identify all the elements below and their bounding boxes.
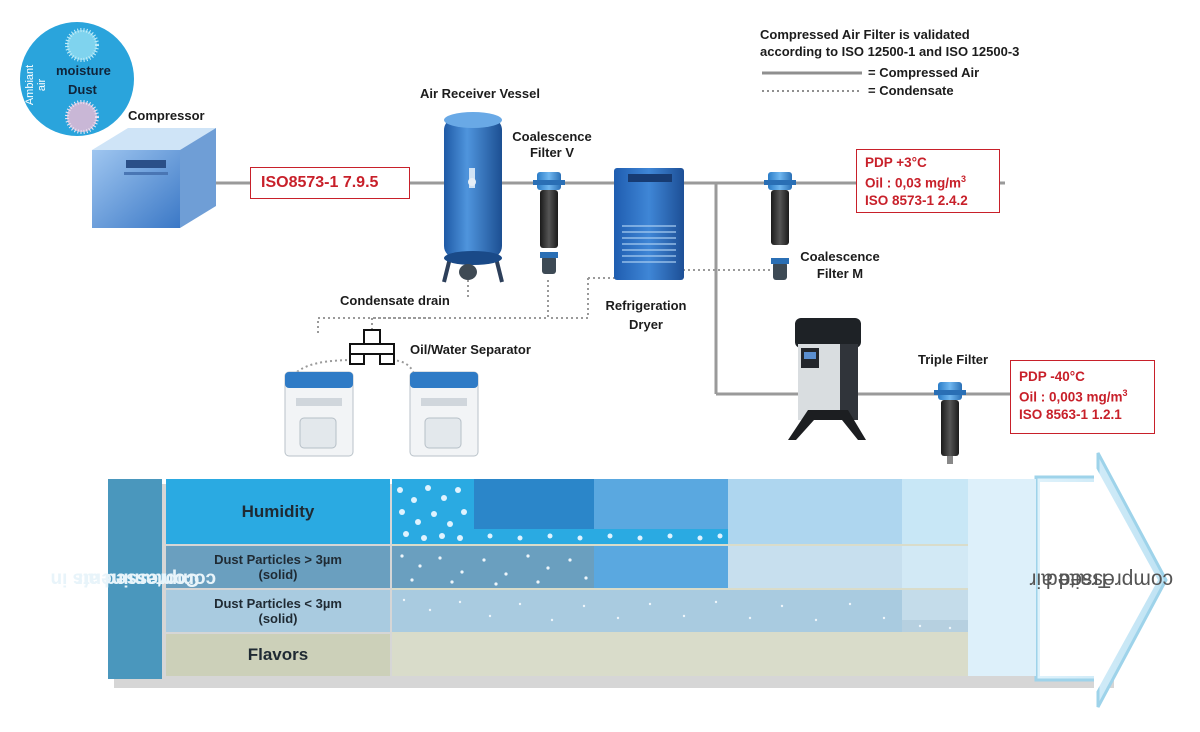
coalescence-filter-v	[533, 172, 565, 274]
row-dust-large-sub: (solid)	[258, 567, 298, 582]
spec-box-desiccant-oil-unit-exp: 3	[1122, 388, 1128, 398]
dryer-label: Refrigeration Dryer	[596, 296, 696, 334]
oil-water-separator-icon	[349, 329, 395, 365]
spec-box-refrigeration-oil: Oil : 0,03 mg/m3	[865, 171, 991, 192]
coalescence-filter-m	[764, 172, 796, 280]
moisture-label: moisture	[56, 63, 111, 78]
filter-v-label: Coalescence Filter V	[504, 129, 600, 161]
row-flavors-label: Flavors	[247, 645, 309, 664]
row-dust-large-label: Dust Particles > 3µm	[214, 552, 342, 567]
legend-swatches	[762, 71, 862, 92]
spec-box-refrigeration-iso: ISO 8573-1 2.4.2	[865, 192, 968, 208]
validation-note-line2: according to ISO 12500-1 and ISO 12500-3	[760, 44, 1020, 59]
receiver-label: Air Receiver Vessel	[420, 86, 540, 101]
treated-air-line2: compressed air	[1029, 568, 1174, 592]
triple-filter	[934, 382, 966, 464]
treated-air-arrow-label: Traited compressed air	[1030, 480, 1174, 680]
row-humidity-label: Humidity	[241, 501, 315, 521]
spec-box-desiccant: PDP -40°C Oil : 0,003 mg/m3 ISO 8563-1 1…	[1010, 360, 1155, 434]
spec-box-desiccant-iso: ISO 8563-1 1.2.1	[1019, 406, 1122, 422]
row-dust-small-sub: (solid)	[258, 611, 298, 626]
ambient-air-label-line1: Ambiant	[23, 64, 36, 106]
spec-box-desiccant-oil: Oil : 0,003 mg/m3	[1019, 385, 1146, 406]
validation-note-line1: Compressed Air Filter is validated	[760, 27, 970, 42]
spec-box-refrigeration: PDP +3°C Oil : 0,03 mg/m3 ISO 8573-1 2.4…	[856, 149, 1000, 213]
ambient-air-badge	[20, 22, 134, 136]
compressed-air-pipe	[215, 181, 1010, 396]
legend-compressed-air: = Compressed Air	[868, 65, 980, 80]
filter-v-label-line2: Filter V	[529, 145, 575, 160]
contaminants-chart	[114, 452, 1168, 708]
spec-box-desiccant-oil-value: Oil : 0,003 mg/m	[1019, 389, 1123, 405]
validation-note: Compressed Air Filter is validated accor…	[760, 26, 1019, 60]
filter-m-label: Coalescence Filter M	[790, 248, 890, 282]
dryer-label-line1: Refrigeration	[605, 298, 687, 313]
ambient-air-label-line2: air	[35, 78, 48, 92]
refrigeration-dryer	[614, 168, 684, 280]
row-flavors: Flavors	[166, 634, 390, 676]
desiccant-dryer	[788, 318, 866, 440]
row-humidity: Humidity	[166, 479, 390, 544]
compressor-label: Compressor	[128, 108, 205, 123]
row-dust-small: Dust Particles < 3µm (solid)	[166, 590, 390, 632]
oil-water-separator-label: Oil/Water Separator	[410, 342, 531, 357]
dust-label: Dust	[68, 82, 97, 97]
dryer-label-line2: Dryer	[629, 317, 663, 332]
separator-tank-right	[409, 371, 479, 457]
filter-m-label-line1: Coalescence	[800, 249, 880, 264]
filter-m-label-line2: Filter M	[816, 266, 864, 281]
air-receiver-vessel	[442, 112, 504, 283]
row-dust-small-label: Dust Particles < 3µm	[214, 596, 342, 611]
compressor-unit	[92, 128, 216, 228]
spec-box-refrigeration-oil-value: Oil : 0,03 mg/m	[865, 175, 962, 191]
legend-condensate: = Condensate	[868, 83, 954, 98]
iso-compressor-spec: ISO8573-1 7.9.5	[250, 167, 410, 199]
condensate-drain-label: Condensate drain	[340, 293, 450, 308]
ambient-air-label: Ambiant air	[14, 60, 58, 110]
spec-box-desiccant-pdp: PDP -40°C	[1019, 369, 1085, 384]
spec-box-refrigeration-oil-unit-exp: 3	[961, 174, 967, 184]
separator-tank-left	[284, 371, 354, 457]
row-dust-large: Dust Particles > 3µm (solid)	[166, 546, 390, 588]
contaminants-side-title: Contaminents in compressed air	[50, 479, 216, 679]
triple-filter-label: Triple Filter	[918, 352, 989, 367]
spec-box-refrigeration-pdp: PDP +3°C	[865, 155, 927, 170]
filter-v-label-line1: Coalescence	[512, 129, 592, 144]
